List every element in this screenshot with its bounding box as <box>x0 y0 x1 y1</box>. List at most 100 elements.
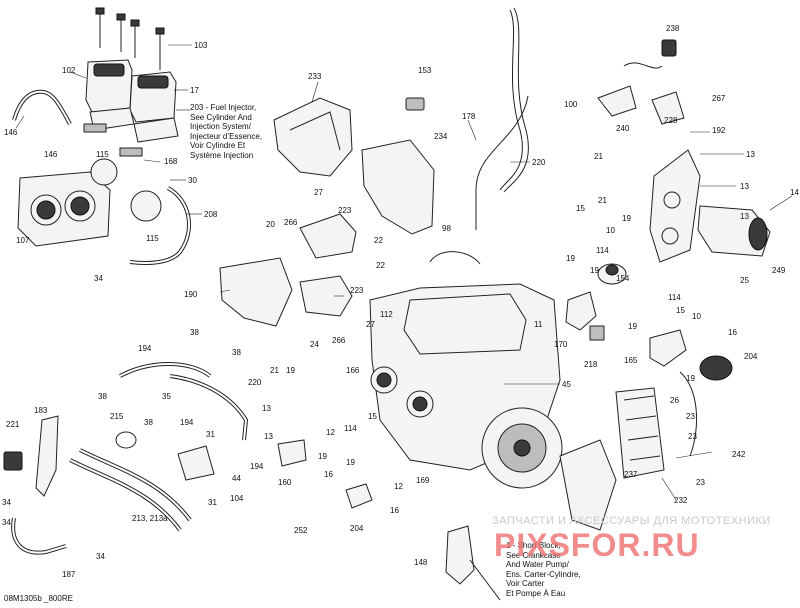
callout-34: 34 <box>2 498 11 507</box>
callout-38: 38 <box>190 328 199 337</box>
starter-249 <box>697 205 771 257</box>
callout-266: 266 <box>284 218 298 227</box>
callout-107: 107 <box>16 236 30 245</box>
callout-10: 10 <box>692 312 701 321</box>
callout-242: 242 <box>732 450 746 459</box>
callout-187: 187 <box>62 570 76 579</box>
callout-102: 102 <box>62 66 76 75</box>
callout-218: 218 <box>584 360 598 369</box>
engine-block-1 <box>369 283 563 489</box>
wire-242 <box>679 371 698 457</box>
spark-plug-wires-146 <box>12 89 143 157</box>
callout-13: 13 <box>740 212 749 221</box>
callout-100: 100 <box>564 100 578 109</box>
callout-228: 228 <box>664 116 678 125</box>
leader-lines <box>15 44 793 501</box>
fuel-injector-note: 203 - Fuel Injector, See Cylinder And In… <box>190 103 263 160</box>
callout-160: 160 <box>278 478 292 487</box>
grommet-153 <box>405 97 425 111</box>
callout-221: 221 <box>6 420 20 429</box>
callout-45: 45 <box>562 380 571 389</box>
cover-234 <box>361 139 435 235</box>
callout-23: 23 <box>686 412 695 421</box>
callout-17: 17 <box>190 86 199 95</box>
callout-19: 19 <box>318 452 327 461</box>
callout-220: 220 <box>248 378 262 387</box>
cable-178 <box>475 7 529 230</box>
callout-12: 12 <box>394 482 403 491</box>
callout-154: 154 <box>616 274 630 283</box>
callout-234: 234 <box>434 132 448 141</box>
callout-194: 194 <box>250 462 264 471</box>
callout-19: 19 <box>346 458 355 467</box>
callout-238: 238 <box>666 24 680 33</box>
diagram-reference-code: 08M1305b _800RE <box>4 594 73 603</box>
dipstick-148 <box>445 525 501 601</box>
cover-233 <box>273 97 353 177</box>
wire-98 <box>429 251 481 265</box>
callout-38: 38 <box>98 392 107 401</box>
bracket-190 <box>219 257 293 327</box>
callout-27: 27 <box>366 320 375 329</box>
callout-15: 15 <box>676 306 685 315</box>
callout-204: 204 <box>350 524 364 533</box>
callout-103: 103 <box>194 41 208 50</box>
callout-114: 114 <box>668 293 681 302</box>
sensor-238 <box>623 39 677 69</box>
bracket-183 <box>35 415 59 497</box>
callout-19: 19 <box>286 366 295 375</box>
callout-252: 252 <box>294 526 308 535</box>
callout-10: 10 <box>606 226 615 235</box>
callout-223: 223 <box>338 206 352 215</box>
callout-98: 98 <box>442 224 451 233</box>
callout-146: 146 <box>4 128 18 137</box>
callout-16: 16 <box>390 506 399 515</box>
callout-192: 192 <box>712 126 726 135</box>
callout-34: 34 <box>94 274 103 283</box>
bracket-104 <box>177 445 215 481</box>
callout-13: 13 <box>264 432 273 441</box>
callout-165: 165 <box>624 356 638 365</box>
callout-232: 232 <box>674 496 688 505</box>
callout-249: 249 <box>772 266 786 275</box>
hoses-194 <box>119 362 249 441</box>
callout-115: 115 <box>96 150 109 159</box>
mount-160 <box>277 439 307 467</box>
callout-19: 19 <box>686 374 695 383</box>
callout-194: 194 <box>138 344 152 353</box>
callout-34: 34 <box>96 552 105 561</box>
callout-15: 15 <box>368 412 377 421</box>
clamp-215 <box>115 431 137 449</box>
callout-19: 19 <box>566 254 575 263</box>
callout-22: 22 <box>374 236 383 245</box>
callout-19: 19 <box>590 266 599 275</box>
callout-31: 31 <box>208 498 217 507</box>
callout-213: 213, 213a <box>132 514 168 523</box>
callout-25: 25 <box>740 276 749 285</box>
mount-192 <box>649 149 701 263</box>
callout-168: 168 <box>164 157 178 166</box>
callout-233: 233 <box>308 72 322 81</box>
callout-24: 24 <box>310 340 319 349</box>
callout-190: 190 <box>184 290 198 299</box>
callout-169: 169 <box>416 476 430 485</box>
hose-187 <box>11 517 67 555</box>
callout-13: 13 <box>740 182 749 191</box>
callout-112: 112 <box>380 310 393 319</box>
bracket-165 <box>649 329 687 367</box>
callout-153: 153 <box>418 66 432 75</box>
mount-154 <box>597 263 627 285</box>
callout-23: 23 <box>688 432 697 441</box>
bracket-223b <box>299 275 353 317</box>
callout-38: 38 <box>232 348 241 357</box>
callout-19: 19 <box>622 214 631 223</box>
callout-38: 38 <box>144 418 153 427</box>
callout-148: 148 <box>414 558 428 567</box>
hoses-213 <box>69 448 192 532</box>
callout-12: 12 <box>326 428 335 437</box>
watermark-logo: PIXSFOR.RU <box>494 527 700 563</box>
callout-13: 13 <box>262 404 271 413</box>
callout-194: 194 <box>180 418 194 427</box>
mount-204b <box>345 483 373 509</box>
